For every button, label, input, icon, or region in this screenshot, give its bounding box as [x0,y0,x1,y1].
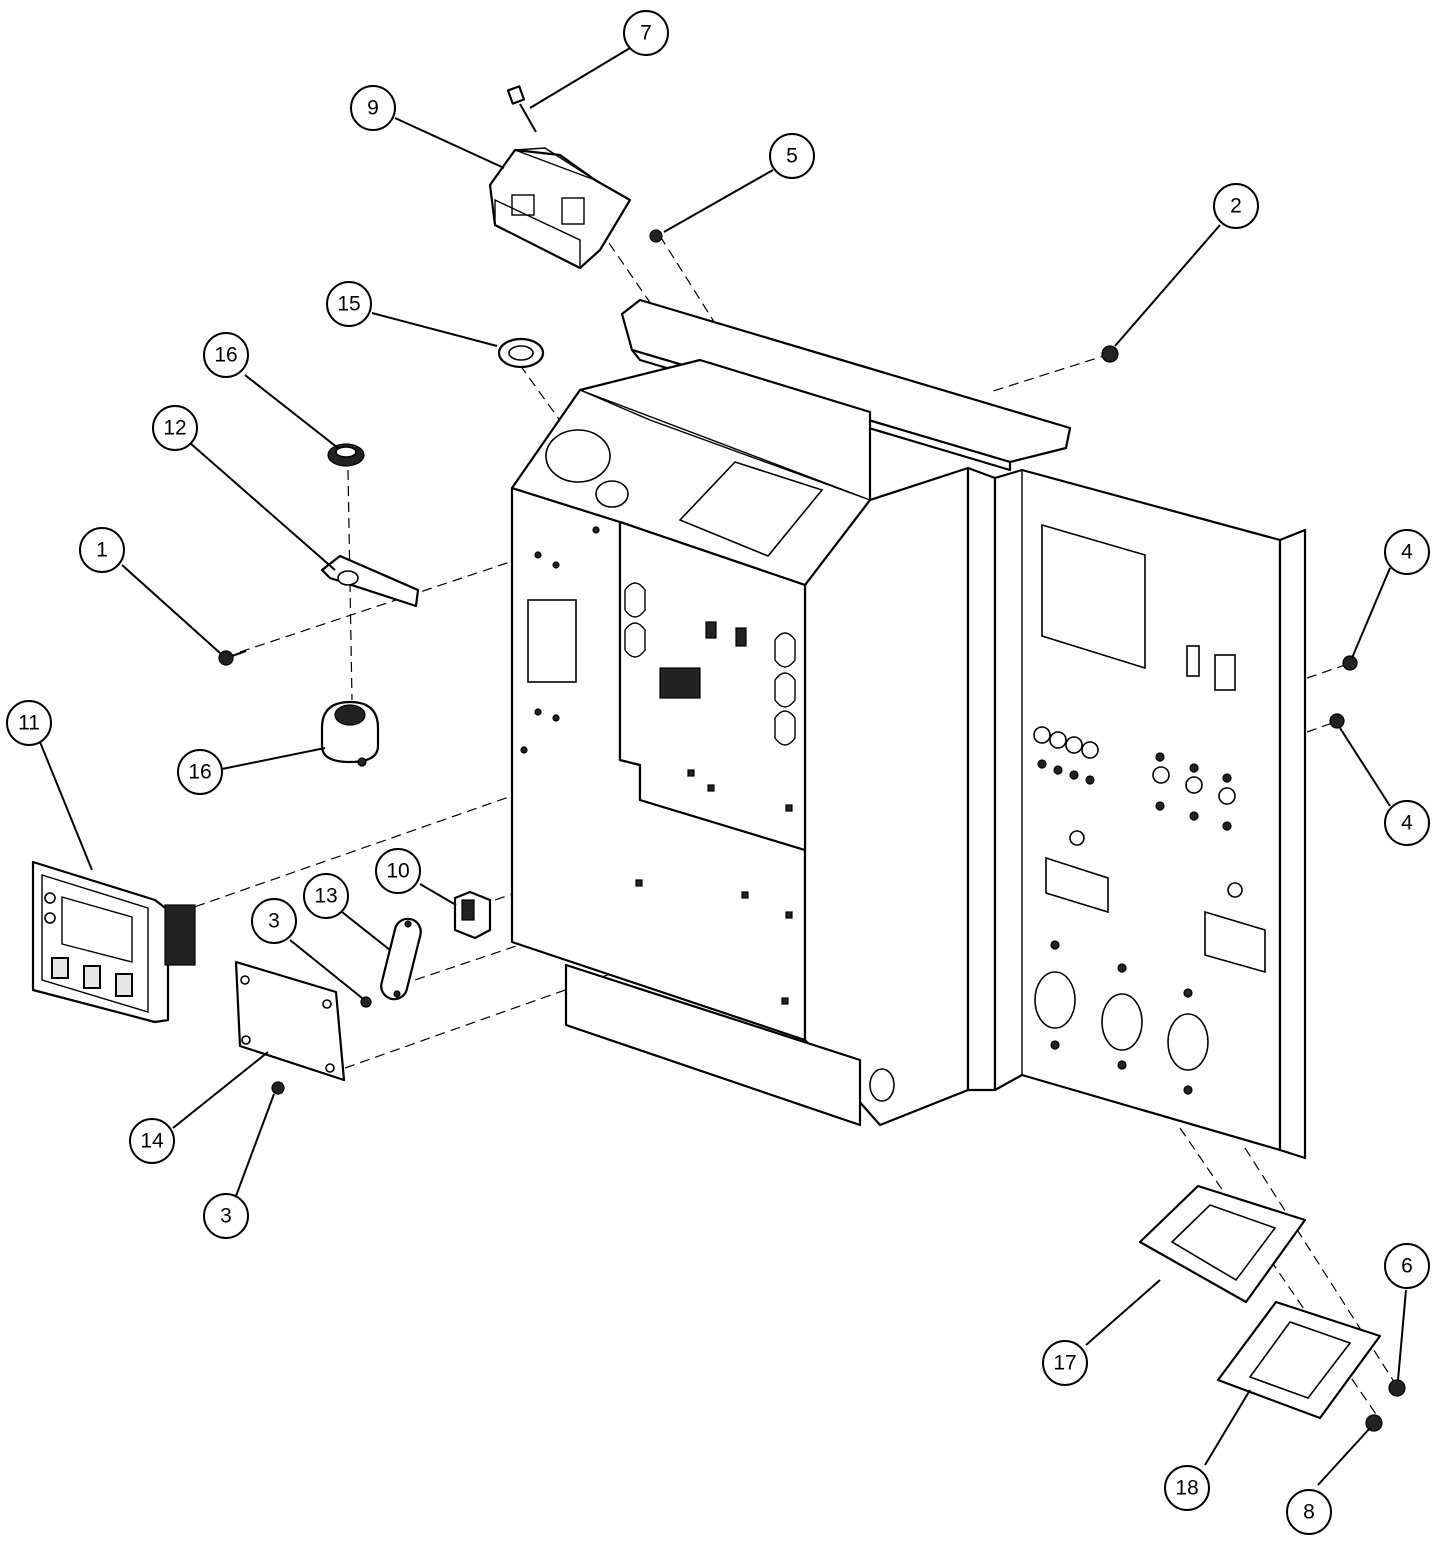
callout-5: 5 [769,133,815,179]
part-nut-6 [1388,1379,1406,1397]
part-knob [320,700,380,767]
callout-label: 6 [1401,1255,1413,1278]
callout-10: 10 [375,848,421,894]
part-gasket [1138,1184,1307,1304]
part-nut-2 [1101,345,1119,363]
callout-label: 8 [1303,1501,1315,1524]
callout-16: 16 [177,749,223,795]
callout-label: 3 [268,910,280,933]
callouts: 7 9 5 2 15 16 12 1 [6,10,1430,1535]
callout-label: 16 [214,344,237,367]
part-nut-4b [1329,713,1345,729]
callout-9: 9 [350,85,396,131]
callout-4: 4 [1384,529,1430,575]
callout-17: 17 [1042,1340,1088,1386]
callout-label: 2 [1230,195,1242,218]
part-bracket [320,554,420,608]
callout-label: 4 [1401,541,1413,564]
part-nut-4a [1342,655,1358,671]
callout-label: 11 [18,712,40,735]
callout-label: 18 [1175,1477,1198,1500]
callout-16: 16 [203,332,249,378]
callout-label: 9 [367,97,379,120]
callout-2: 2 [1213,183,1259,229]
callout-label: 15 [337,293,360,316]
part-nut-8 [1365,1414,1383,1432]
callout-1: 1 [79,527,125,573]
callout-6: 6 [1384,1243,1430,1289]
callout-3: 3 [251,898,297,944]
callout-label: 17 [1053,1352,1076,1375]
callout-12: 12 [152,405,198,451]
callout-label: 13 [314,885,337,908]
callout-15: 15 [326,281,372,327]
part-ring [327,443,365,467]
callout-label: 10 [386,860,409,883]
part-grommet [497,337,545,369]
part-screw-3a [360,996,372,1008]
enclosure-assembly [510,298,1072,1127]
part-screw-5 [649,229,663,243]
callout-7: 7 [623,10,669,56]
callout-11: 11 [6,700,52,746]
part-switch [453,890,492,940]
part-frame [1216,1300,1382,1420]
callout-13: 13 [303,873,349,919]
callout-3: 3 [203,1193,249,1239]
callout-label: 1 [96,539,108,562]
callout-4: 4 [1384,800,1430,846]
callout-label: 4 [1401,812,1413,835]
callout-label: 12 [163,417,186,440]
part-breaker [488,147,632,270]
door-panel [966,466,1307,1160]
callout-8: 8 [1286,1489,1332,1535]
part-controller [31,860,196,1024]
part-bolt [506,85,537,133]
part-cover-plate [380,917,422,1001]
callout-label: 14 [140,1130,164,1153]
callout-14: 14 [129,1118,175,1164]
callout-label: 16 [188,761,211,784]
callout-18: 18 [1164,1465,1210,1511]
leader-lines [39,47,1407,1486]
callout-label: 7 [640,22,652,45]
part-screw-3b [271,1081,285,1095]
callout-label: 3 [220,1205,232,1228]
callout-label: 5 [786,145,798,168]
part-plate [234,960,346,1082]
part-screw-1 [218,650,247,666]
